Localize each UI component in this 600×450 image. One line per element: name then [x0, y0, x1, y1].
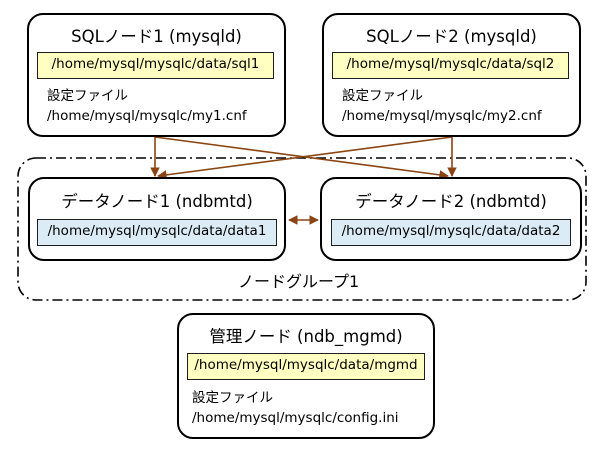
management-node: 管理ノード (ndb_mgmd) /home/mysql/mysqlc/data…: [177, 313, 435, 439]
sql-node-1: SQLノード1 (mysqld) /home/mysql/mysqlc/data…: [27, 13, 286, 137]
sql-node-2-data-dir: /home/mysql/mysqlc/data/sql2: [332, 52, 569, 79]
node-group-label: ノードグループ1: [238, 272, 360, 291]
data-node-1-data-dir: /home/mysql/mysqlc/data/data1: [37, 219, 277, 246]
data-node-2-data-dir: /home/mysql/mysqlc/data/data2: [331, 219, 571, 246]
management-node-config-path: /home/mysql/mysqlc/config.ini: [192, 410, 399, 426]
data-node-2-title: データノード2 (ndbmtd): [355, 192, 547, 211]
data-node-2: データノード2 (ndbmtd) /home/mysql/mysqlc/data…: [320, 177, 582, 261]
management-node-config-label: 設定ファイル: [192, 390, 273, 406]
node-group-boundary: [17, 157, 587, 301]
sql-node-1-config-path: /home/mysql/mysqlc/my1.cnf: [47, 108, 247, 124]
sql-node-1-data-dir: /home/mysql/mysqlc/data/sql1: [37, 52, 274, 79]
sql-node-2-config-label: 設定ファイル: [342, 88, 423, 104]
arrow-sql2-to-data1: [157, 136, 453, 180]
data-node-1: データノード1 (ndbmtd) /home/mysql/mysqlc/data…: [28, 177, 286, 261]
data-node-1-title: データノード1 (ndbmtd): [61, 192, 253, 211]
sql-node-2-title: SQLノード2 (mysqld): [366, 27, 537, 46]
sql-node-2: SQLノード2 (mysqld) /home/mysql/mysqlc/data…: [322, 13, 581, 137]
management-node-data-dir: /home/mysql/mysqlc/data/mgmd: [187, 353, 425, 380]
management-node-title: 管理ノード (ndb_mgmd): [209, 327, 403, 346]
sql-node-2-config-path: /home/mysql/mysqlc/my2.cnf: [342, 108, 542, 124]
sql-node-1-title: SQLノード1 (mysqld): [71, 27, 242, 46]
sql-node-1-config-label: 設定ファイル: [47, 88, 128, 104]
